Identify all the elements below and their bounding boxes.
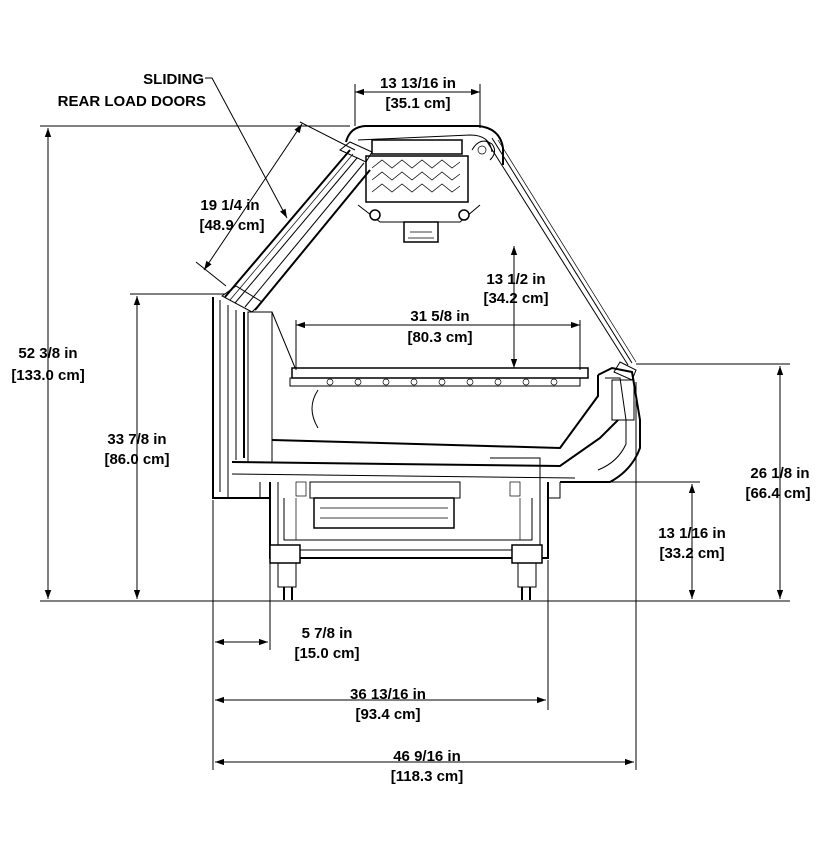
overall-height-metric: [133.0 cm] — [11, 367, 84, 384]
front-height-metric: [66.4 cm] — [745, 485, 810, 502]
shelf-height-metric: [34.2 cm] — [483, 290, 548, 307]
base-width-imperial: 36 13/16 in — [350, 686, 426, 703]
overall-height-imperial: 52 3/8 in — [18, 345, 77, 362]
rear-offset-imperial: 5 7/8 in — [302, 625, 353, 642]
rear-height-imperial: 33 7/8 in — [107, 431, 166, 448]
shelf-height-imperial: 13 1/2 in — [486, 271, 545, 288]
shelf-width-imperial: 31 5/8 in — [410, 308, 469, 325]
overall-width-imperial: 46 9/16 in — [393, 748, 461, 765]
dimension-lines — [44, 77, 784, 766]
top-width-metric: [35.1 cm] — [385, 95, 450, 112]
shelf-rivets — [326, 378, 558, 386]
front-height-imperial: 26 1/8 in — [750, 465, 809, 482]
rear-height-metric: [86.0 cm] — [104, 451, 169, 468]
sliding-doors-label-line2: REAR LOAD DOORS — [58, 93, 206, 110]
drawing-labels: SLIDING REAR LOAD DOORS 13 13/16 in [35.… — [11, 71, 810, 785]
rear-offset-metric: [15.0 cm] — [294, 645, 359, 662]
top-width-imperial: 13 13/16 in — [380, 75, 456, 92]
base-height-metric: [33.2 cm] — [659, 545, 724, 562]
sliding-doors-label-line1: SLIDING — [143, 71, 204, 88]
base-height-imperial: 13 1/16 in — [658, 525, 726, 542]
display-case-outline — [212, 125, 641, 600]
door-length-metric: [48.9 cm] — [199, 217, 264, 234]
door-length-imperial: 19 1/4 in — [200, 197, 259, 214]
shelf-width-metric: [80.3 cm] — [407, 329, 472, 346]
overall-width-metric: [118.3 cm] — [391, 768, 464, 785]
base-width-metric: [93.4 cm] — [355, 706, 420, 723]
